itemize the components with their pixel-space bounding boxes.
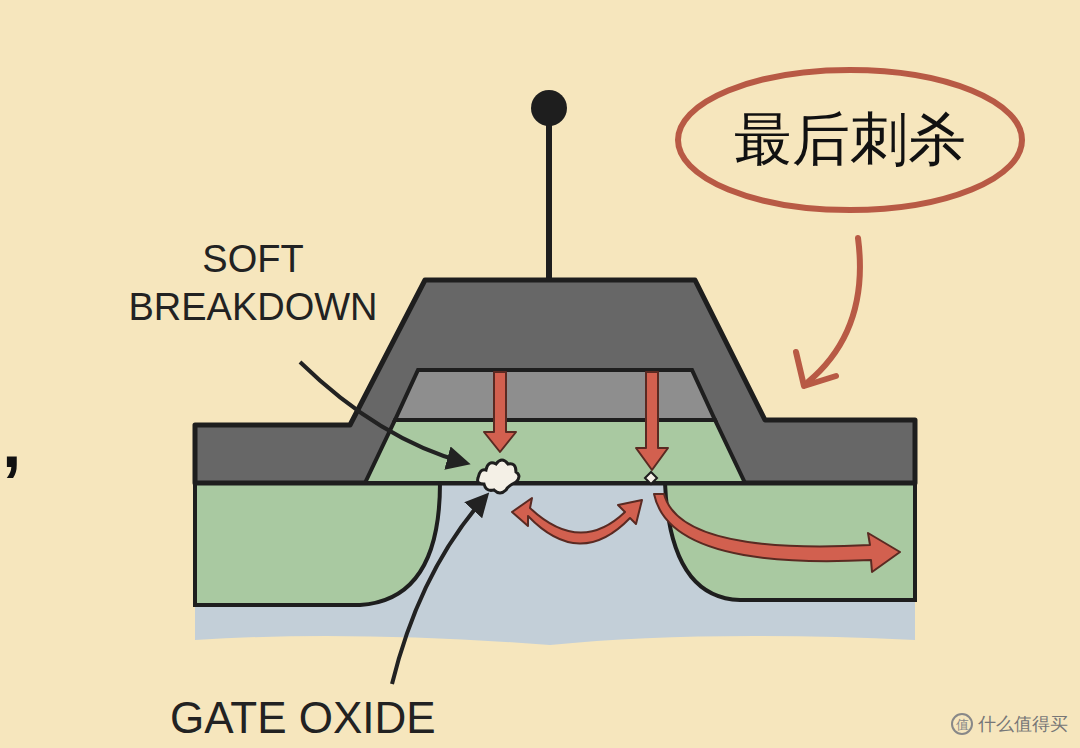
gate-electrode [395, 370, 715, 420]
callout-text: 最后刺杀 [734, 108, 966, 172]
substrate [195, 483, 915, 645]
watermark-glyph: 值 [956, 717, 969, 732]
part-label: SOFT BREAKDOWN [118, 236, 388, 331]
gate-terminal [546, 110, 552, 280]
callout-arrow [808, 238, 860, 382]
breakdown-spot [645, 472, 657, 484]
callout-oval: 最后刺杀 [674, 66, 1026, 214]
leader-line [392, 496, 486, 684]
terminal-dot [531, 90, 567, 126]
current-arrows [484, 372, 900, 572]
stray-mark: , [2, 400, 32, 488]
source-well [195, 483, 440, 605]
leader-line [300, 362, 466, 463]
watermark: 什么值得买 [978, 713, 1078, 736]
gate-oxide-layer [365, 420, 745, 483]
breakdown-spot [478, 460, 519, 493]
part-label: GATE OXIDE [170, 690, 530, 745]
watermark-icon [952, 714, 972, 734]
